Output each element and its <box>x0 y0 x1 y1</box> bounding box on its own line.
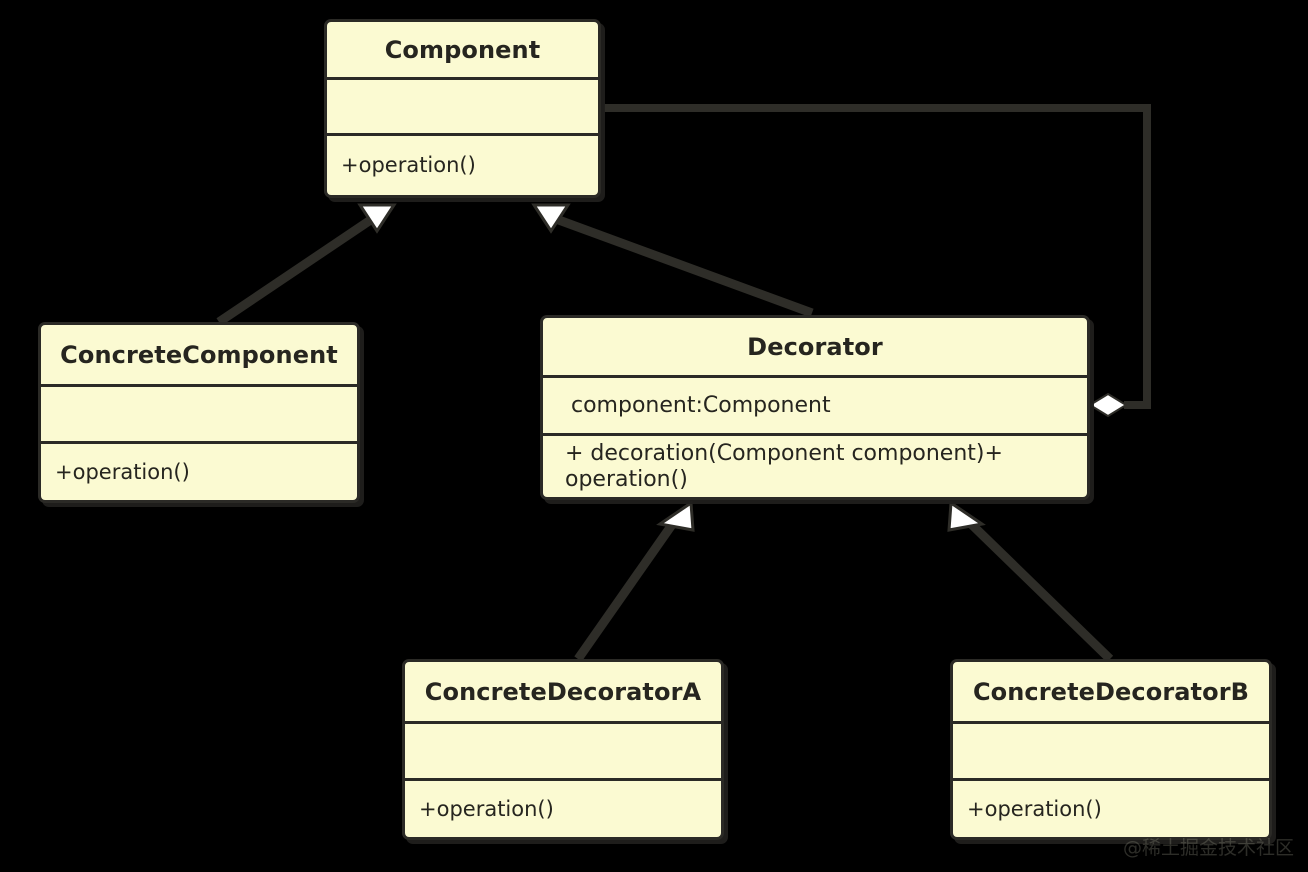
edge-generalization-concrete-decorator-b <box>947 500 1114 663</box>
uml-class-concrete-component[interactable]: ConcreteComponent +operation() <box>38 322 360 503</box>
uml-class-concrete-decorator-a[interactable]: ConcreteDecoratorA +operation() <box>402 659 724 840</box>
operation-row: +operation() <box>55 459 190 484</box>
class-attributes-concrete-decorator-b <box>953 724 1269 781</box>
operation-row: +operation() <box>967 796 1102 821</box>
operation-row: +operation() <box>419 796 554 821</box>
hollow-triangle-icon <box>656 500 695 532</box>
class-operations-decorator: + decoration(Component component)+ opera… <box>543 436 1087 497</box>
class-operations-concrete-decorator-b: +operation() <box>953 781 1269 837</box>
operation-row: + decoration(Component component)+ opera… <box>565 440 1010 492</box>
attribute-row: component:Component <box>571 392 831 418</box>
edge-generalization-concrete-decorator-a <box>574 500 695 662</box>
edge-aggregation-decorator-component <box>604 104 1151 418</box>
class-attributes-decorator: component:Component <box>543 378 1087 436</box>
class-name-concrete-component: ConcreteComponent <box>41 325 357 387</box>
operation-row: +operation() <box>341 153 476 178</box>
uml-class-decorator[interactable]: Decorator component:Component + decorati… <box>540 315 1090 500</box>
hollow-triangle-icon <box>531 203 571 234</box>
class-operations-concrete-decorator-a: +operation() <box>405 781 721 837</box>
class-name-decorator: Decorator <box>543 318 1087 378</box>
class-attributes-concrete-component <box>41 387 357 444</box>
hollow-diamond-icon <box>1088 392 1128 418</box>
class-name-concrete-decorator-b: ConcreteDecoratorB <box>953 662 1269 724</box>
class-operations-concrete-component: +operation() <box>41 444 357 500</box>
class-name-concrete-decorator-a: ConcreteDecoratorA <box>405 662 721 724</box>
edge-generalization-concrete-component <box>216 203 397 326</box>
edge-generalization-decorator <box>531 203 814 318</box>
class-attributes-concrete-decorator-a <box>405 724 721 781</box>
hollow-triangle-icon <box>947 500 986 532</box>
class-operations-component: +operation() <box>327 136 598 195</box>
class-name-component: Component <box>327 22 598 80</box>
uml-class-concrete-decorator-b[interactable]: ConcreteDecoratorB +operation() <box>950 659 1272 840</box>
uml-class-component[interactable]: Component +operation() <box>324 19 601 198</box>
hollow-triangle-icon <box>357 203 397 234</box>
class-attributes-component <box>327 80 598 136</box>
